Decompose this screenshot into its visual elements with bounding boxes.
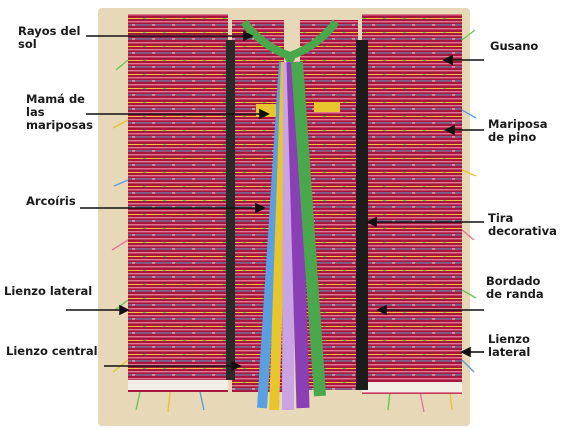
left-side-panel [128,14,228,392]
label-mariposa-de-pino: Mariposa de pino [488,118,548,144]
label-arcoiris: Arcoíris [26,195,76,208]
label-mama-de-las-mariposas: Mamá de las mariposas [26,93,93,132]
label-rayos-del-sol: Rayos del sol [18,25,80,51]
label-bordado-de-randa: Bordado de randa [486,275,544,301]
neck-knot [285,53,295,63]
label-lienzo-lateral-left: Lienzo lateral [4,285,92,298]
chest-motif [314,102,340,112]
label-tira-decorativa: Tira decorativa [488,212,557,238]
hem-left [128,380,228,390]
label-gusano: Gusano [490,40,538,53]
label-lienzo-central: Lienzo central [6,345,98,358]
label-lienzo-lateral-right: Lienzo lateral [488,333,572,359]
tira-decorativa-strip [356,40,368,390]
right-side-panel [362,14,462,394]
left-dark-strip [226,40,235,380]
hem-right [362,382,462,392]
